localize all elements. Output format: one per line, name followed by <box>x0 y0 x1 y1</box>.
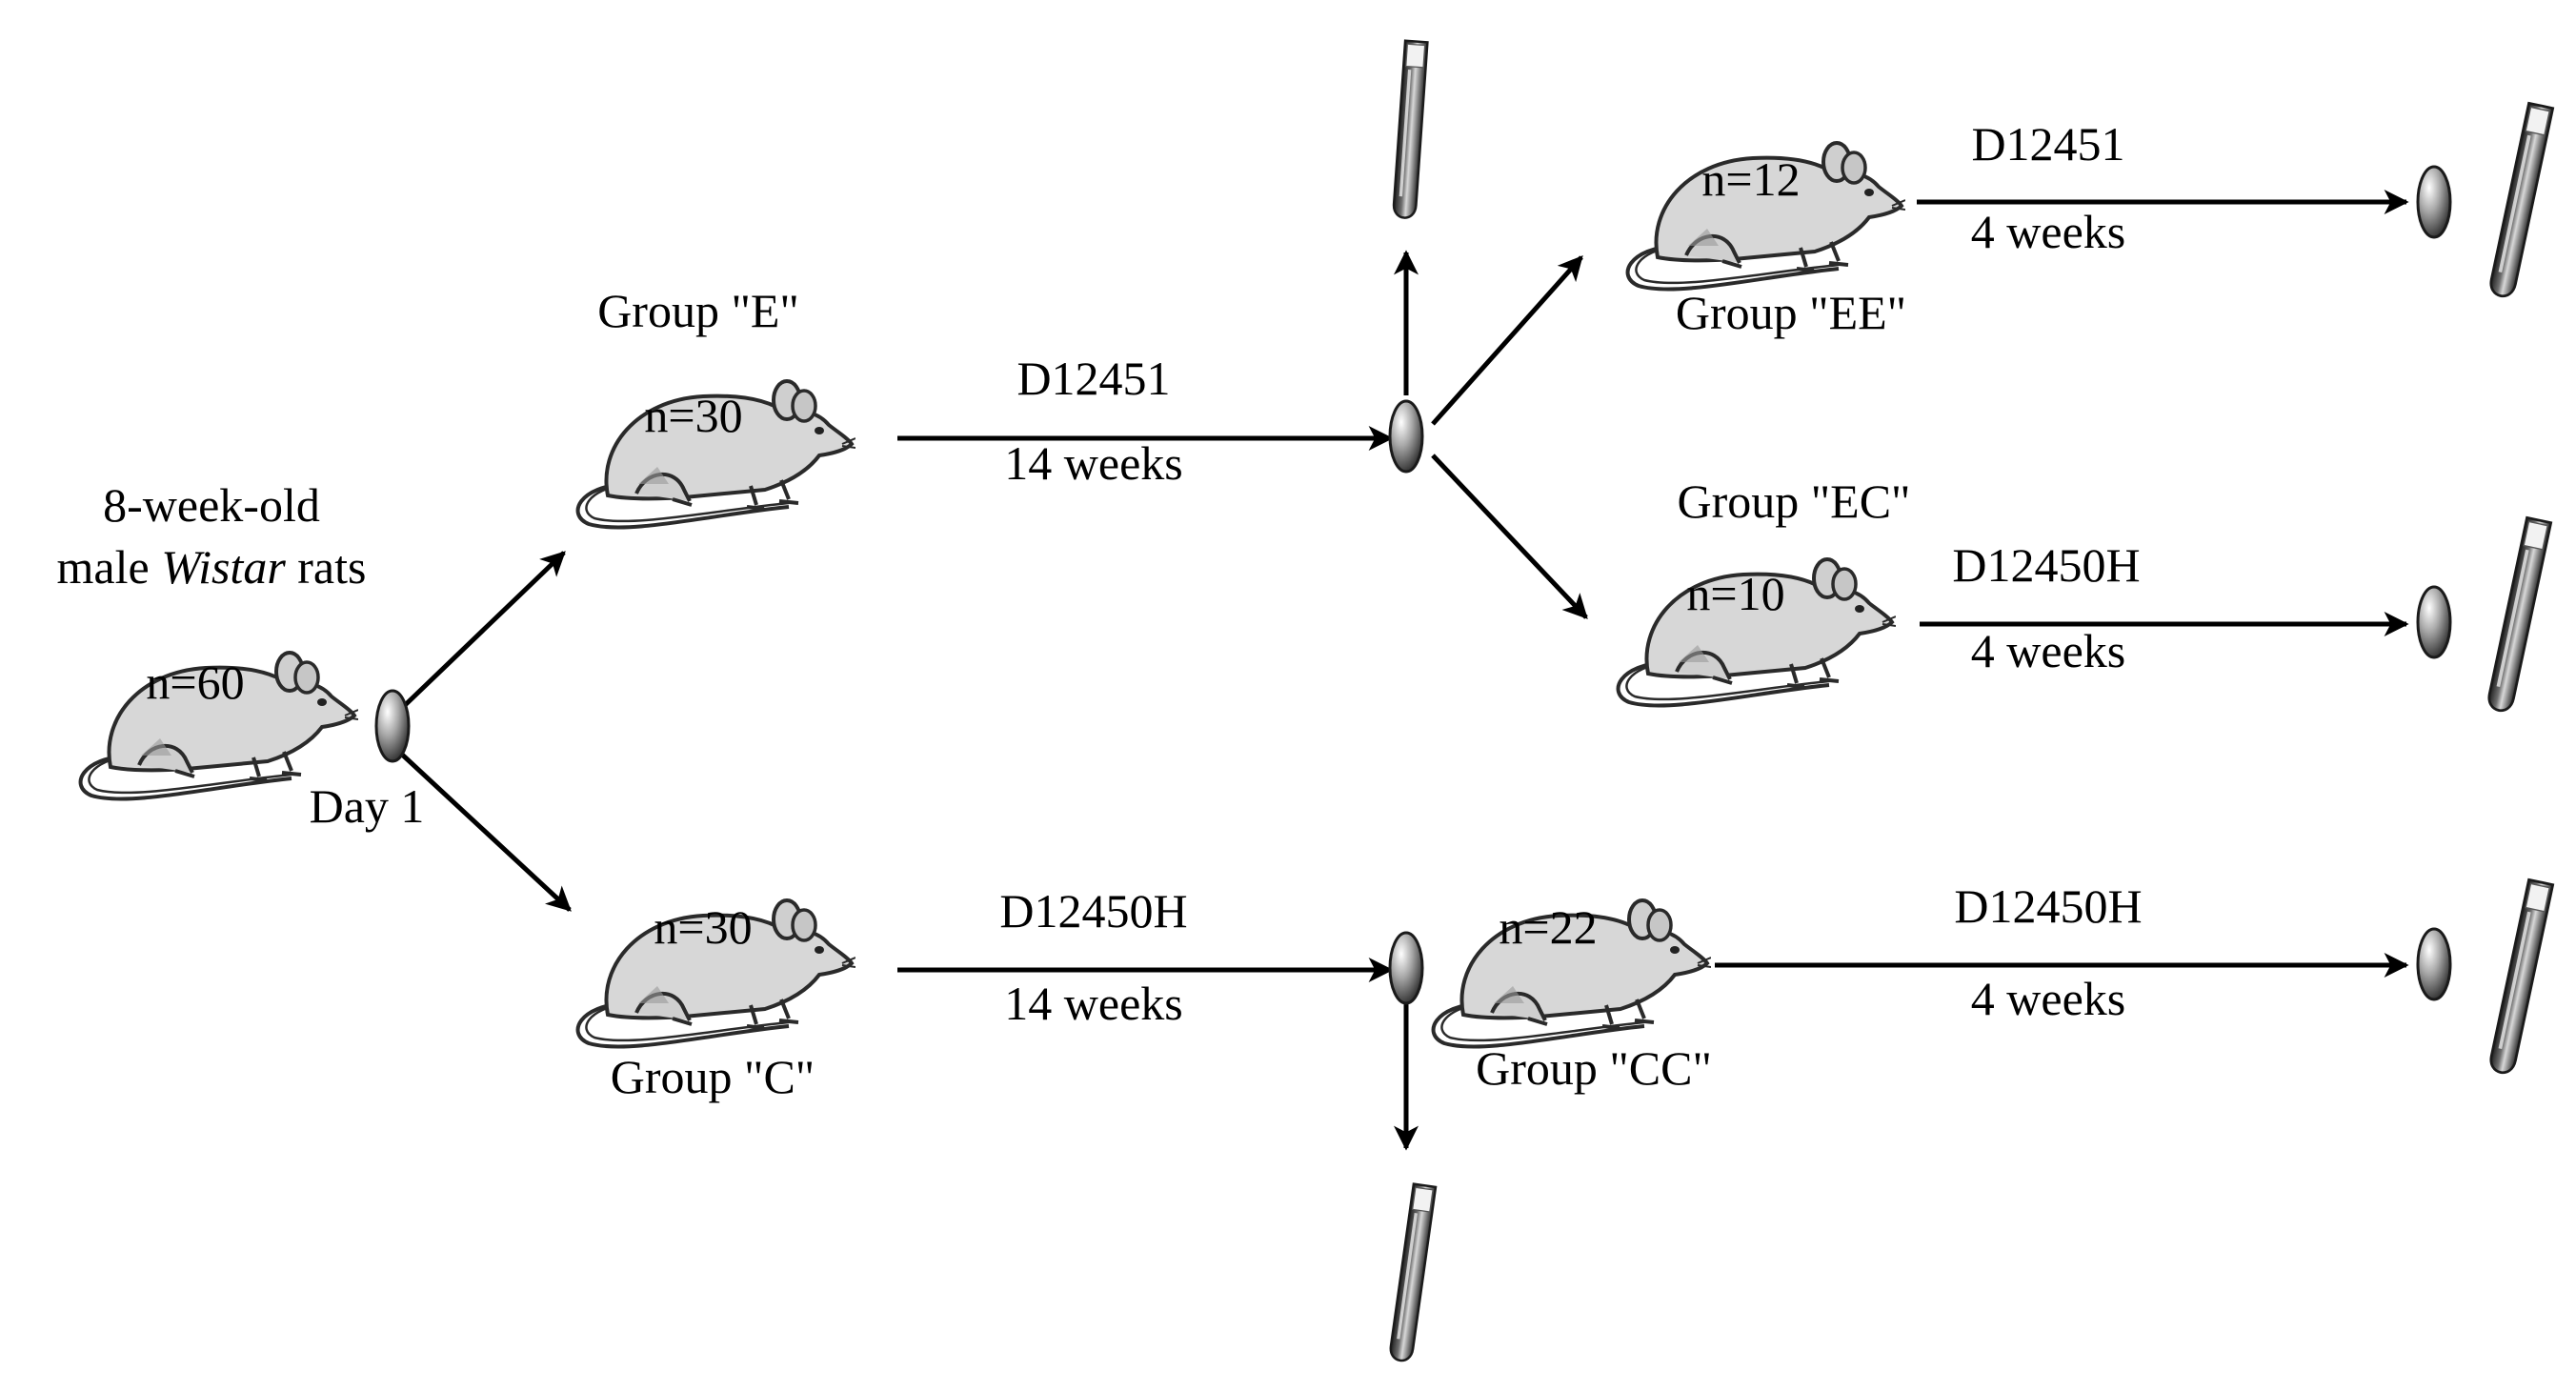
test-tube-icon-c <box>1387 1181 1439 1364</box>
group-ee-label: Group "EE" <box>1676 286 1906 339</box>
node-ee-end <box>2416 165 2452 239</box>
arrow-to-group-c <box>398 751 572 912</box>
group-c-count: n=30 <box>654 900 752 954</box>
group-e-count: n=30 <box>644 389 742 442</box>
ec-diet-label: D12450H <box>1952 538 2140 592</box>
start-count: n=60 <box>146 656 244 709</box>
cc-duration-label: 4 weeks <box>1971 972 2125 1025</box>
e-diet-label: D12451 <box>1016 352 1170 405</box>
node-e-split <box>1388 399 1424 474</box>
arrow-to-group-e <box>398 551 566 712</box>
node-cc-end <box>2416 927 2452 1001</box>
arrows <box>398 190 2409 1151</box>
test-tube-icon-e <box>1391 38 1430 221</box>
group-ec-label: Group "EC" <box>1678 474 1911 528</box>
node-ec-end <box>2416 585 2452 659</box>
ee-duration-label: 4 weeks <box>1971 205 2125 258</box>
arrow-to-group-ee <box>1431 255 1583 426</box>
e-duration-label: 14 weeks <box>1004 436 1182 490</box>
arrow-to-group-ec <box>1431 454 1588 619</box>
group-ee-count: n=12 <box>1701 152 1800 206</box>
group-c-label: Group "C" <box>611 1050 815 1103</box>
c-duration-label: 14 weeks <box>1004 977 1182 1030</box>
start-label-line2: male Wistar rats <box>57 540 367 594</box>
group-cc-label: Group "CC" <box>1476 1041 1712 1095</box>
group-e-label: Group "E" <box>597 284 799 337</box>
test-tube-icon-cc <box>2486 878 2555 1078</box>
node-c-split <box>1388 931 1424 1005</box>
start-label-line1: 8-week-old <box>103 478 320 532</box>
day-label: Day 1 <box>310 779 425 833</box>
test-tube-icon-ec <box>2485 515 2553 716</box>
c-diet-label: D12450H <box>999 884 1187 938</box>
node-day-1 <box>374 689 411 763</box>
ee-diet-label: D12451 <box>1971 117 2124 171</box>
group-ec-count: n=10 <box>1686 567 1784 620</box>
test-tube-icon-ee <box>2486 101 2555 301</box>
ec-duration-label: 4 weeks <box>1971 624 2125 677</box>
cc-diet-label: D12450H <box>1954 879 2142 933</box>
group-cc-count: n=22 <box>1499 900 1597 954</box>
